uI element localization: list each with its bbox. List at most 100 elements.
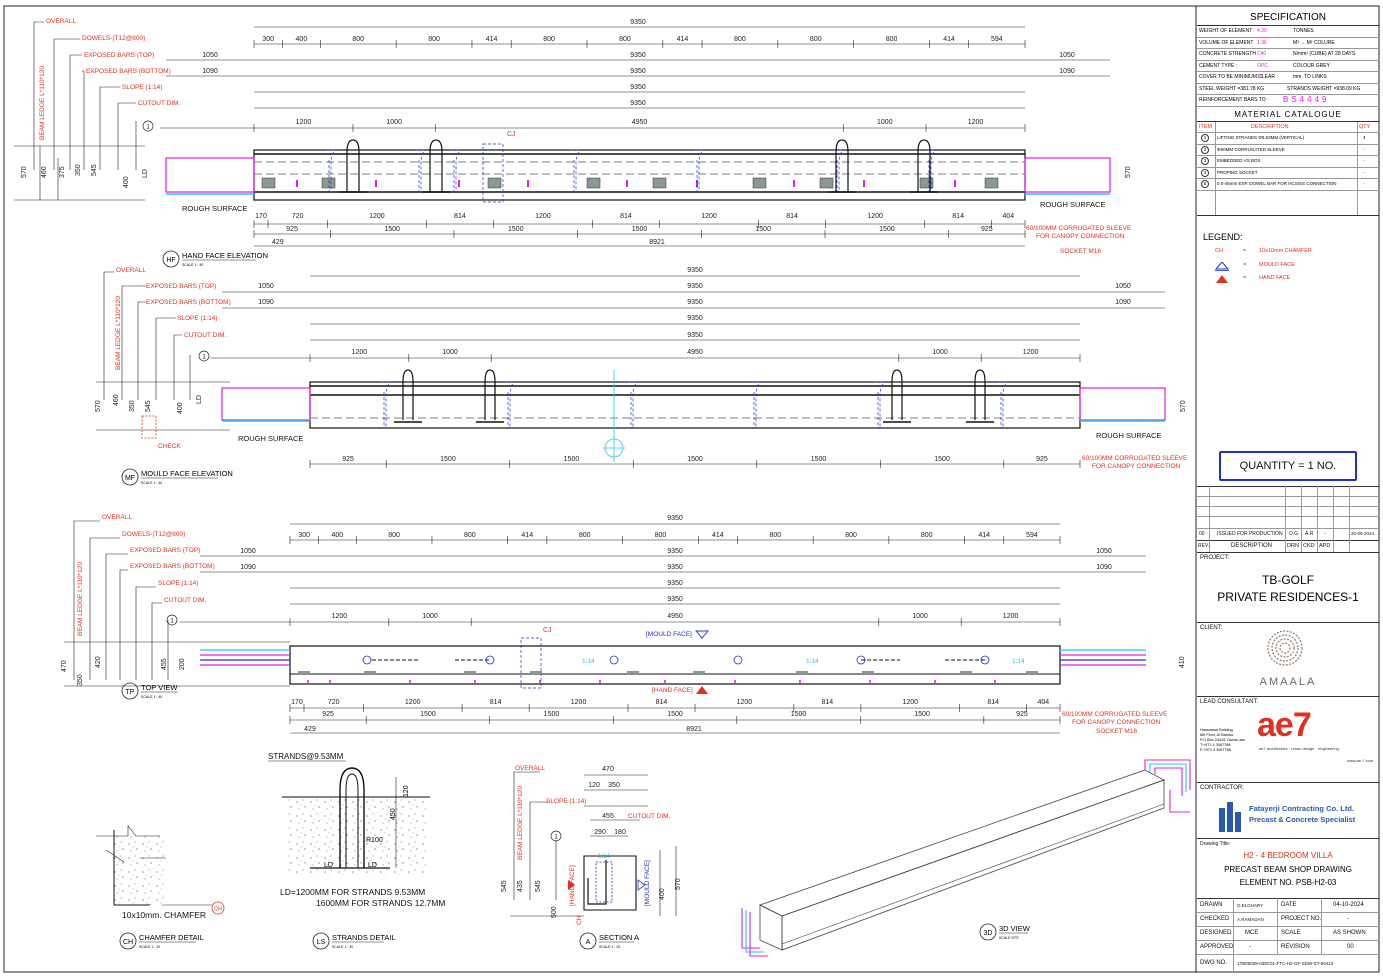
spec-value: C40 — [1257, 51, 1266, 57]
sa-item-marker-text: 1 — [554, 835, 558, 841]
embedded-box — [985, 178, 998, 188]
ch-view-tag-text: CH — [123, 939, 133, 946]
mf-lift-dims: 12001000495010001200 — [310, 349, 1080, 362]
mf-dim-overall-4: 9350 — [687, 315, 703, 322]
mf-dim-400: 400 — [177, 402, 184, 414]
embedded-box — [262, 178, 275, 188]
tp-bot2-value: 1500 — [914, 711, 930, 718]
tp-dim-overall-3: 9350 — [667, 564, 683, 571]
hf-dowel-value: 800 — [619, 36, 631, 43]
tp-slope-1: 1:14 — [582, 658, 595, 665]
strands-dim-120: 120 — [403, 785, 410, 797]
mf-dim-ld: LD — [196, 395, 203, 404]
hf-dim-570: 570 — [21, 166, 28, 178]
tp-slope-3: 1:14 — [1012, 658, 1025, 665]
hf-dowel-dims: 300400800800414800800414800800800414594 — [254, 36, 1025, 48]
tp-sleeve-1: 60/100MM CORRUGATED SLEEVE — [1062, 711, 1168, 718]
tp-bot-value: 170 — [291, 699, 303, 706]
mf-dim-ext-bot-l: 1090 — [258, 299, 274, 306]
catalogue-desc: EMBEDDED VS BOX — [1217, 158, 1261, 163]
tp-dim-overall: 9350 — [667, 515, 683, 522]
sleeve — [998, 382, 1006, 428]
mf-view-scale: SCALE 1 : 40 — [141, 481, 162, 485]
sa-dim-470: 470 — [602, 766, 614, 773]
hf-lift-value: 1200 — [296, 119, 312, 126]
hf-cj-label: CJ — [507, 131, 516, 138]
strands-heading: STRANDS@9.53MM — [268, 752, 344, 761]
tp-label-dowels: DOWELS-(T12@800) — [122, 531, 185, 538]
strands-dim-450: 450 — [390, 808, 397, 820]
hf-dim-570-right: 570 — [1125, 166, 1132, 178]
hf-label-cutout: CUTOUT DIM. — [138, 100, 181, 107]
embedded-box — [820, 178, 833, 188]
tp-label-beam-ledge: BEAM LEDGE L*110*120 — [77, 562, 84, 636]
rev-head-apd: APD — [1319, 543, 1330, 549]
legend-eq: = — [1243, 275, 1246, 281]
catalogue-item: 1 — [1201, 134, 1209, 142]
mf-label-exposed-bottom: EXPOSED BARS (BOTTOM) — [146, 299, 231, 306]
hf-dim-350: 350 — [75, 164, 82, 176]
hf-bot-value: 1200 — [701, 213, 717, 220]
hf-lift-value: 1000 — [877, 119, 893, 126]
hf-dowel-value: 800 — [543, 36, 555, 43]
sleeve-circle — [734, 656, 742, 664]
catalogue-desc: 0.0-45mm EXP. DOWEL BAR FOR HCS/SS CONNE… — [1217, 181, 1337, 186]
tp-dowel-value: 414 — [521, 532, 533, 539]
sleeve — [451, 150, 459, 192]
hf-bot-value: 814 — [786, 213, 798, 220]
mf-dim-ext-top-r: 1050 — [1115, 283, 1131, 290]
hf-bot-value: 170 — [255, 213, 267, 220]
tp-bot-value: 814 — [656, 699, 668, 706]
lifting-strand — [347, 140, 359, 192]
hf-dim-overall-2: 9350 — [630, 52, 646, 59]
tb-checked-value: A.RAMADAN — [1237, 917, 1264, 922]
tp-embedded-items — [298, 656, 1038, 683]
quantity-box: QUANTITY = 1 NO. — [1219, 451, 1357, 481]
3d-view-tag-text: 3D — [984, 930, 993, 937]
spec-label: VOLUME OF ELEMENT — [1199, 40, 1253, 46]
top-view: OVERALL DOWELS-(T12@800) EXPOSED BARS (T… — [61, 514, 1186, 735]
hf-dowel-value: 800 — [886, 36, 898, 43]
tp-bot2-value: 1500 — [791, 711, 807, 718]
rev-row-desc: ISSUED FOR PRODUCTION — [1217, 531, 1283, 537]
hf-rough-surface-left: ROUGH SURFACE — [182, 204, 247, 213]
sa-dim-545-2: 545 — [535, 880, 542, 892]
chamfer-detail: 10x10mm. CHAMFER CH CH CHAMFER DETAIL SC… — [96, 826, 224, 949]
spec-label: STEEL WEIGHT =381.78 KG — [1199, 86, 1264, 92]
tp-bot2-value: 925 — [1016, 711, 1028, 718]
mf-beam-outline — [310, 382, 1080, 428]
section-a: OVERALL SLOPE (1:14) CUTOUT DIM. BEAM LE… — [501, 765, 682, 949]
hf-bot2-value: 925 — [286, 226, 298, 233]
tp-label-exposed-top: EXPOSED BARS (TOP) — [130, 547, 200, 554]
sleeve-circle — [363, 656, 371, 664]
rev-head-drn: DRN — [1287, 543, 1299, 549]
project-line2: PRIVATE RESIDENCES-1 — [1197, 590, 1379, 604]
spec-value: BS4449 — [1283, 95, 1329, 104]
legend-item: =HAND FACE — [1203, 273, 1373, 285]
catalogue-desc: PROPING SOCKET — [1217, 170, 1258, 175]
catalogue-item: 4 — [1201, 169, 1209, 177]
embedded-box — [960, 671, 972, 674]
mf-bot2-value: 1500 — [564, 456, 580, 463]
hf-view-title: HAND FACE ELEVATION — [182, 251, 268, 260]
catalogue-desc: Φ60MM CORRUGATED SLEEVE — [1217, 147, 1285, 152]
rev-row-date: 20-09-2024 — [1351, 531, 1374, 536]
title-block: SPECIFICATION WEIGHT OF ELEMENT4.30TONNE… — [1197, 6, 1379, 972]
hf-dim-overall-3: 9350 — [630, 68, 646, 75]
ch-view-title: CHAMFER DETAIL — [139, 933, 204, 942]
ch-view-scale: SCALE 1 : 20 — [139, 945, 160, 949]
hf-lift-value: 1200 — [968, 119, 984, 126]
hf-dim-ext-top-r: 1050 — [1059, 52, 1075, 59]
mf-dim-ext-bot-r: 1090 — [1115, 299, 1131, 306]
embedded-box — [653, 178, 666, 188]
mf-rough-surface-left: ROUGH SURFACE — [238, 434, 303, 443]
legend-eq: = — [1243, 262, 1246, 268]
sleeve — [875, 382, 883, 428]
hf-label-dowels: DOWELS-(T12@800) — [82, 35, 145, 42]
consultant-address: Hassansar Building6th Floor, Al BarshaP.… — [1200, 728, 1260, 753]
hf-bot-value: 1200 — [535, 213, 551, 220]
hf-dowel-value: 800 — [428, 36, 440, 43]
hf-bottom-dims-2: 92515001500150015001500925 — [254, 226, 1025, 238]
drawing-title-line2: PRECAST BEAM SHOP DRAWING — [1197, 865, 1379, 874]
embedded-box — [298, 671, 310, 674]
